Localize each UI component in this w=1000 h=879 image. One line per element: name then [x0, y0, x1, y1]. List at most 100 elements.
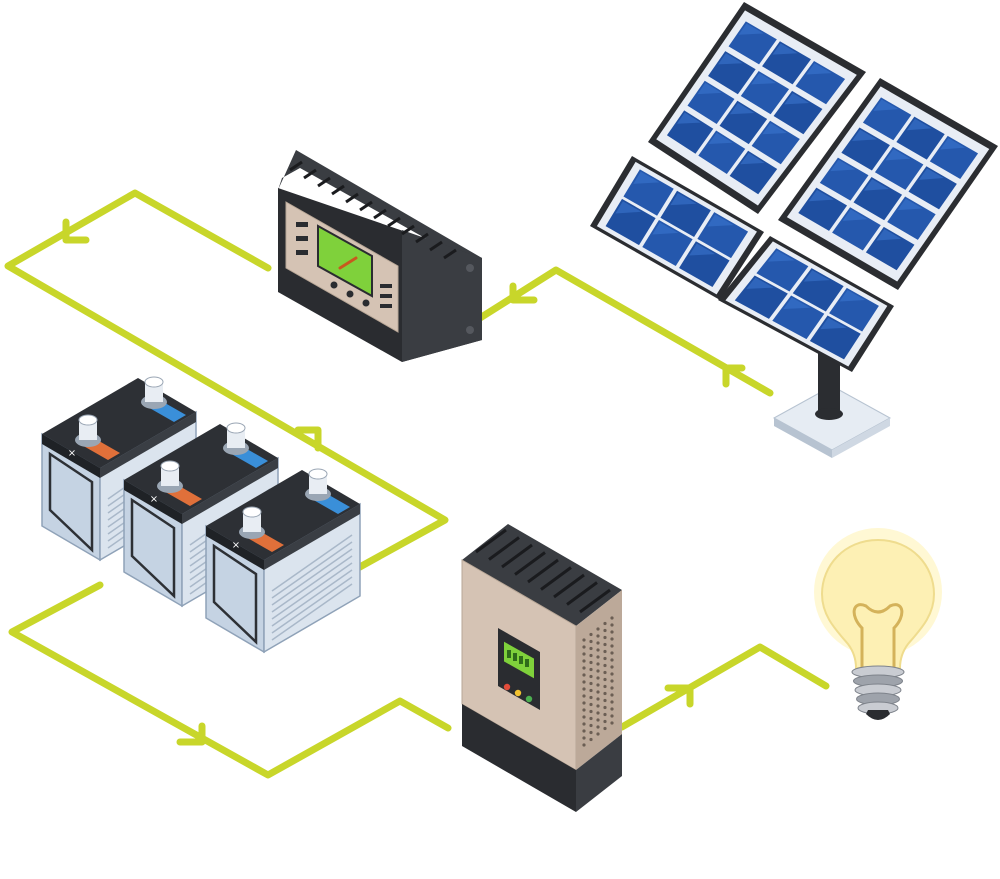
charge-controller-vent: [373, 208, 387, 220]
solar-panel-cell: [792, 268, 844, 312]
inverter-grille-hole: [589, 681, 593, 686]
charge-controller-screw: [466, 264, 474, 272]
charge-controller-vent: [387, 216, 401, 228]
inverter-grille-hole: [610, 616, 614, 620]
inverter-grille-hole: [596, 662, 600, 666]
battery-polarity-negative: ×: [232, 540, 240, 551]
inverter-grille-hole: [596, 718, 600, 722]
inverter-grille-hole: [596, 669, 600, 673]
charge-controller-icon: [278, 150, 482, 362]
light-bulb-icon: [814, 528, 942, 720]
battery-rib: [271, 548, 353, 606]
inverter-grille-hole: [589, 723, 593, 728]
solar-panel-cell-shine: [677, 112, 701, 124]
inverter-bottom-side: [576, 734, 622, 812]
solar-panel-cell-shine: [820, 317, 847, 330]
charge-controller-needle: [338, 256, 358, 270]
inverter-grille-hole: [610, 658, 614, 662]
wire-inverter-to-bulb: [618, 643, 830, 731]
solar-panel-cell-shine: [784, 93, 810, 105]
charge-controller-vent: [401, 224, 415, 236]
inverter-grille-hole: [596, 704, 600, 708]
battery-label-frame: [212, 543, 258, 645]
charge-controller-vent: [289, 160, 303, 172]
solar-panel-cell: [853, 177, 903, 221]
solar-panel-cell: [896, 116, 945, 160]
light-bulb-base: [851, 665, 905, 720]
battery-lid-front: [124, 480, 182, 524]
solar-panel-module: [590, 156, 764, 300]
solar-panel-cell-shine: [670, 193, 697, 206]
solar-panel-cell-shine: [740, 152, 765, 165]
solar-panel-cell-shine: [864, 179, 889, 191]
inverter-grille-hole: [582, 743, 586, 747]
inverter-grille-hole: [596, 690, 600, 694]
inverter-display-bar: [525, 659, 529, 667]
solar-panel-cell-shine: [830, 159, 856, 172]
inverter-grille-hole: [589, 646, 593, 651]
inverter-vent: [540, 566, 572, 591]
inverter-vent: [488, 536, 520, 561]
inverter-vent: [501, 543, 533, 569]
inverter-led: [503, 683, 511, 691]
solar-panel-cell: [708, 51, 756, 95]
battery-lid-side: [264, 504, 360, 570]
solar-panel-cell: [666, 110, 714, 154]
inverter-grille-hole: [603, 698, 607, 703]
inverter-grille-hole: [582, 701, 586, 705]
inverter-vent: [527, 558, 559, 584]
inverter-grille-hole: [582, 666, 586, 670]
charge-controller-vent: [345, 192, 359, 204]
inverter-grille-hole: [589, 730, 593, 735]
inverter-grille-hole: [582, 687, 586, 691]
battery-polarity-positive: /: [260, 434, 264, 445]
inverter-leds: [503, 650, 533, 703]
battery-rib: [271, 576, 353, 634]
battery-rib: [271, 562, 353, 620]
inverter-grille-hole: [582, 680, 586, 684]
inverter-grille-hole: [610, 707, 614, 711]
inverter-grille-hole: [589, 639, 593, 644]
solar-panel-cell: [687, 80, 735, 124]
battery-terminal: [227, 428, 245, 448]
inverter-grille-hole: [582, 694, 586, 698]
inverter-vent: [579, 588, 611, 614]
solar-panel-cell-shine: [767, 250, 795, 262]
inverter-grille-hole: [603, 656, 607, 661]
inverter-display-bar: [519, 656, 523, 664]
solar-panel-cell-shine: [772, 43, 798, 55]
charge-controller-vent: [317, 176, 331, 188]
inverter-grille-hole: [589, 702, 593, 707]
inverter-grille-hole: [582, 715, 586, 719]
inverter-led: [514, 689, 522, 697]
solar-panel-cell-shine: [839, 290, 866, 302]
charge-controller-vent: [415, 232, 429, 244]
arrow-icon: [509, 282, 538, 304]
solar-panel-cell-shine: [897, 198, 923, 211]
solar-panel-icon: [590, 2, 998, 458]
arrow-icon: [294, 426, 322, 452]
inverter-vent: [566, 581, 598, 606]
inverter-grille-hole: [603, 621, 607, 626]
light-bulb-filament: [852, 603, 904, 670]
charge-controller-button: [380, 284, 392, 288]
solar-panel-cell-shine: [873, 99, 899, 111]
solar-panel-cell-shine: [940, 138, 966, 150]
charge-controller-button: [330, 281, 338, 289]
inverter-grille-hole: [582, 652, 586, 656]
charge-controller-vent: [359, 200, 373, 212]
solar-panel-cell-shine: [876, 229, 902, 241]
solar-panel-cell: [819, 157, 869, 201]
battery-terminal-cap: [242, 506, 262, 518]
solar-panel-cell: [795, 61, 846, 105]
solar-panel-cell-shine: [746, 277, 774, 289]
inverter-grille-hole: [596, 732, 600, 736]
inverter-grille-hole: [582, 638, 586, 642]
solar-panel-cell-shine: [783, 297, 811, 310]
inverter-grille-hole: [610, 700, 614, 704]
solar-panel-cell-shine: [806, 63, 832, 75]
inverter-grille-hole: [589, 653, 593, 658]
arrow-icon: [722, 364, 746, 388]
inverter-bottom-front: [462, 704, 576, 812]
